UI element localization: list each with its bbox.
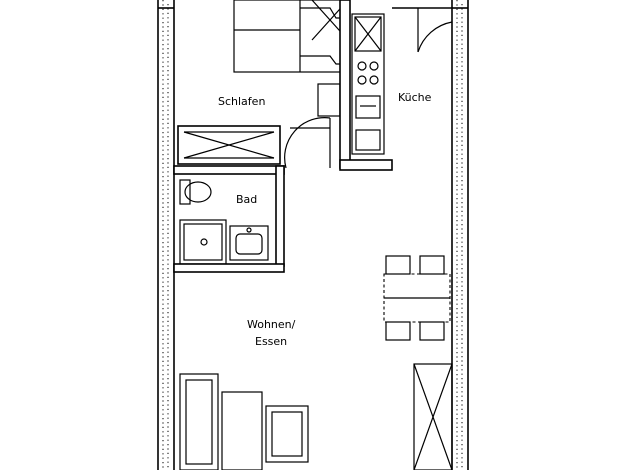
bathroom-top-wall — [173, 165, 285, 175]
dining-chairs — [385, 255, 445, 341]
sink-icon — [355, 95, 381, 151]
left-exterior-wall — [157, 0, 175, 470]
bedroom-door — [284, 117, 331, 169]
kitchen-counter — [351, 13, 385, 155]
cabinet — [413, 363, 453, 470]
washbasin-icon — [229, 225, 269, 261]
kitchen-door — [392, 7, 453, 53]
room-label-wohnen: Wohnen/ — [247, 318, 296, 331]
armchair — [265, 405, 309, 463]
shower-icon — [179, 219, 227, 265]
bathroom-bottom-wall — [173, 263, 285, 273]
right-exterior-wall — [451, 0, 469, 470]
nightstand — [317, 83, 341, 117]
bathroom-right-wall — [275, 165, 285, 267]
bed — [233, 0, 349, 73]
coffee-table — [221, 391, 263, 470]
room-label-schlafen: Schlafen — [218, 95, 265, 108]
toilet-icon — [179, 179, 212, 205]
sofa — [179, 373, 219, 470]
room-label-essen: Essen — [255, 335, 287, 348]
wardrobe — [177, 125, 281, 165]
stove-icon — [357, 61, 379, 85]
kitchen-partition-wall — [339, 0, 393, 171]
room-label-kueche: Küche — [398, 91, 432, 104]
dining-table — [383, 273, 451, 323]
room-label-bad: Bad — [236, 193, 257, 206]
